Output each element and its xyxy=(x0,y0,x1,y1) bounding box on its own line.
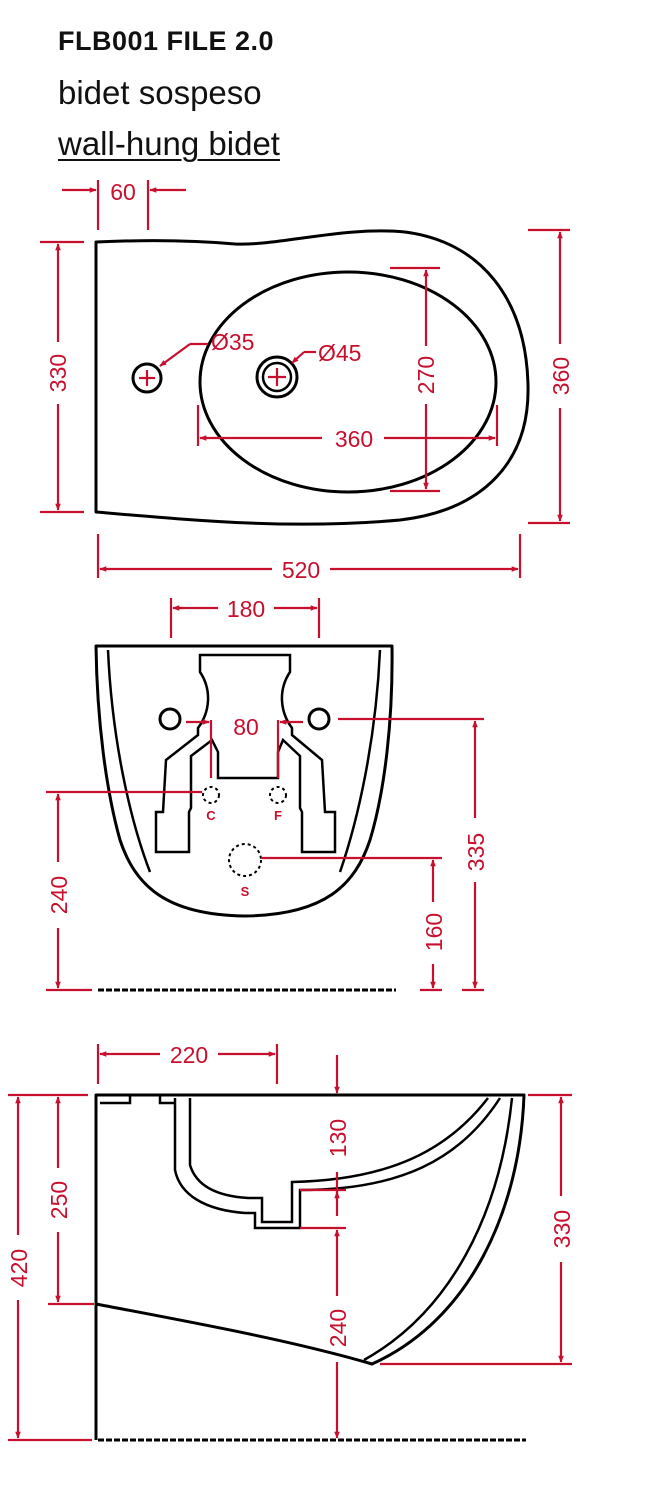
bowl-outline xyxy=(198,270,498,494)
callout-large-hole: Ø45 xyxy=(318,340,361,366)
bowl-profile-inner xyxy=(188,1097,489,1224)
dim-waste-to-floor: 240 xyxy=(325,1309,351,1347)
dim-top-height-lines xyxy=(8,1093,92,1442)
tap-hole-small-cross xyxy=(139,370,155,386)
dim-waste-offset: 220 xyxy=(170,1042,208,1068)
dim-fix-height: 335 xyxy=(463,833,489,871)
drain-hole-cross xyxy=(268,368,286,386)
label-cold: C xyxy=(206,808,216,823)
dim-depth-left-lines xyxy=(40,240,84,514)
hot-supply-position xyxy=(269,786,287,804)
product-name-italian: bidet sospeso xyxy=(58,74,262,111)
product-name-english: wall-hung bidet xyxy=(58,125,280,162)
back-inner-left xyxy=(106,649,152,873)
dim-offset-lines xyxy=(62,180,186,230)
dim-total-depth: 330 xyxy=(549,1210,575,1248)
dim-total-depth-lines xyxy=(380,1093,572,1366)
cold-supply-position xyxy=(202,786,220,804)
callout-small-hole-lines xyxy=(159,342,208,367)
dim-rim-to-waste-lines xyxy=(300,1055,346,1216)
dim-bowl-length: 360 xyxy=(335,426,373,452)
dim-supply-height: 240 xyxy=(46,876,72,914)
dim-length: 520 xyxy=(282,557,320,583)
dim-bowl-depth: 270 xyxy=(413,356,439,394)
dim-bowl-depth-lines xyxy=(390,266,440,493)
dim-waste-to-floor-lines xyxy=(300,1226,346,1439)
dim-length-lines xyxy=(96,534,522,578)
back-view-outline xyxy=(94,644,394,918)
dim-rim-to-waste: 130 xyxy=(325,1119,351,1157)
dim-front-height: 250 xyxy=(46,1181,72,1219)
side-view: 220 420 250 130 240 xyxy=(6,1042,575,1442)
back-view: C F S 180 80 335 xyxy=(46,596,489,992)
side-view-outline xyxy=(94,1093,526,1366)
dim-bracket-spacing-lines xyxy=(169,598,321,638)
label-hot: F xyxy=(274,808,282,823)
dim-supply-height-lines xyxy=(46,790,202,992)
dim-waste-height: 160 xyxy=(421,913,447,951)
fixing-hole-right xyxy=(307,707,331,731)
back-stub xyxy=(100,1095,175,1105)
drain-hole-outer xyxy=(255,355,299,399)
dim-top-height: 420 xyxy=(6,1249,32,1287)
callout-large-hole-lines xyxy=(291,350,316,364)
dim-supply-spacing-lines xyxy=(186,719,303,778)
dim-waste-height-lines xyxy=(262,856,442,992)
fixing-hole-left xyxy=(158,707,182,731)
waste-position xyxy=(228,843,262,877)
top-view-outline xyxy=(94,229,530,526)
dim-offset: 60 xyxy=(110,179,136,205)
product-code: FLB001 FILE 2.0 xyxy=(58,26,275,56)
label-waste: S xyxy=(241,884,250,899)
side-inner-shell xyxy=(363,1097,514,1362)
dim-depth-left: 330 xyxy=(45,354,71,392)
dim-waste-offset-lines xyxy=(96,1044,279,1084)
dim-front-height-lines xyxy=(48,1096,94,1306)
top-view: 60 330 360 520 xyxy=(40,179,574,583)
dim-supply-spacing: 80 xyxy=(233,714,259,740)
dim-fix-height-lines xyxy=(338,717,484,992)
mounting-bracket-outline xyxy=(154,653,337,854)
dim-bracket-spacing: 180 xyxy=(227,596,265,622)
back-inner-right xyxy=(338,649,382,873)
dim-depth-right: 360 xyxy=(548,357,574,395)
drain-hole-inner xyxy=(261,361,293,393)
dim-bowl-length-lines xyxy=(196,405,499,446)
callout-small-hole: Ø35 xyxy=(211,329,254,355)
tap-hole-small xyxy=(131,362,163,394)
dim-depth-right-lines xyxy=(528,228,570,525)
